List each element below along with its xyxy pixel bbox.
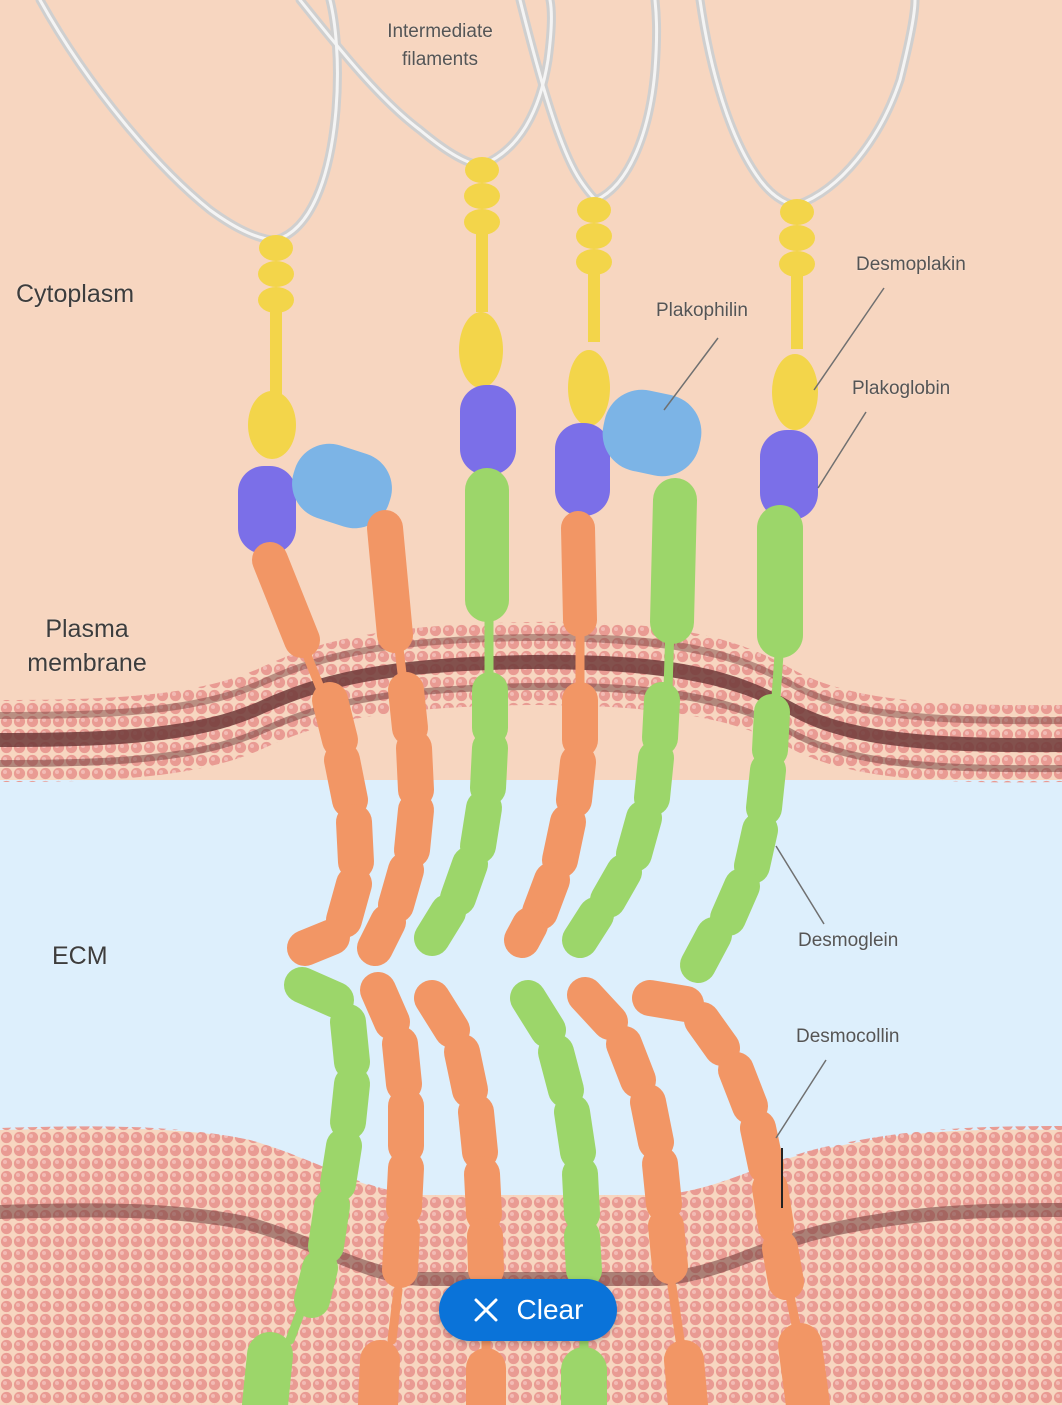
label-plakophilin: Plakophilin xyxy=(656,300,748,321)
desmoplakin-4 xyxy=(772,199,818,430)
label-desmoglein: Desmoglein xyxy=(798,930,899,951)
label-cytoplasm: Cytoplasm xyxy=(16,280,135,308)
cadherin-tails-upper xyxy=(252,468,803,713)
label-intermediate-filaments: Intermediate filaments xyxy=(387,21,493,70)
label-desmoplakin: Desmoplakin xyxy=(856,254,966,275)
desmoplakin-3 xyxy=(568,197,612,426)
plakophilin-1 xyxy=(292,443,392,529)
close-icon xyxy=(473,1297,499,1323)
cadherin-ec-upper xyxy=(287,672,790,983)
plakophilin-2 xyxy=(602,389,702,477)
clear-button-label: Clear xyxy=(516,1294,584,1325)
label-plakoglobin: Plakoglobin xyxy=(852,378,951,399)
label-plasma-membrane: Plasma membrane xyxy=(27,615,147,677)
plakoglobin-2 xyxy=(460,385,516,475)
desmoplakin-2 xyxy=(459,157,503,388)
plakoglobin-1 xyxy=(238,466,296,554)
desmoplakin-1 xyxy=(248,235,296,459)
plakoglobin-4 xyxy=(760,430,818,520)
clear-button[interactable]: Clear xyxy=(439,1279,617,1341)
label-leader-lines xyxy=(663,287,885,1139)
plakoglobin-3 xyxy=(555,423,610,516)
label-ecm: ECM xyxy=(52,942,108,970)
upper-plasma-membrane xyxy=(0,621,1062,783)
label-desmocollin: Desmocollin xyxy=(796,1026,900,1047)
